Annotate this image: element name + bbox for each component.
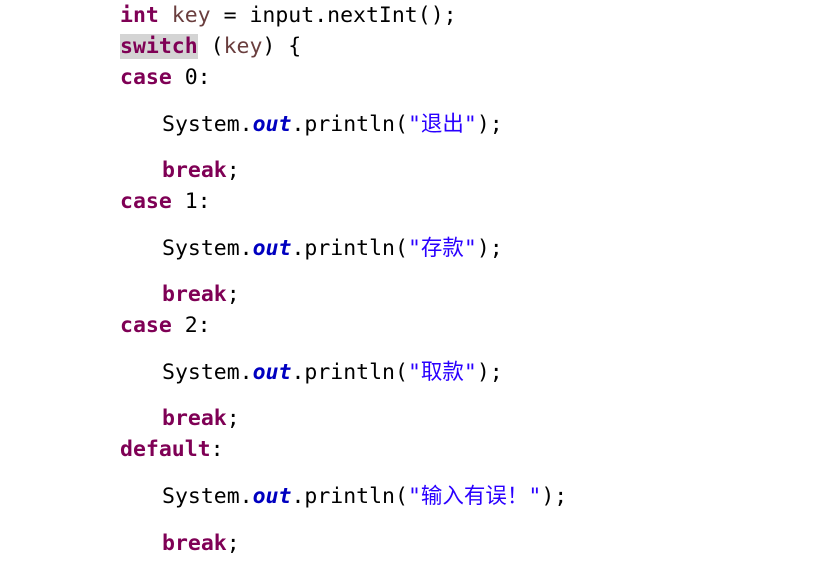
code-token: System. — [162, 483, 253, 509]
keyword-token: default — [120, 436, 211, 462]
code-token: ); — [476, 111, 503, 137]
code-token: 2: — [171, 312, 211, 338]
code-token — [159, 3, 172, 28]
code-line[interactable]: break; — [162, 279, 240, 310]
code-line[interactable]: break; — [162, 155, 240, 186]
code-token: 0: — [171, 64, 211, 90]
code-token: ; — [226, 281, 240, 307]
keyword-token: case — [120, 312, 172, 338]
code-line[interactable]: System.out.println("输入有误！"); — [162, 481, 567, 512]
code-token: ( — [197, 33, 224, 59]
keyword-token: int — [120, 2, 159, 28]
keyword-token: case — [120, 64, 172, 90]
code-token: = input.nextInt(); — [210, 2, 457, 28]
code-token: ; — [226, 157, 240, 183]
variable-token: key — [223, 33, 263, 59]
code-line[interactable]: case 1: — [120, 186, 211, 217]
code-line[interactable]: default: — [120, 434, 224, 465]
code-token: ); — [476, 235, 503, 261]
code-token: .println( — [291, 235, 408, 261]
variable-token: key — [171, 2, 211, 28]
code-token: 1: — [171, 188, 211, 214]
string-token: "输入有误！" — [407, 483, 542, 509]
code-token: System. — [162, 235, 253, 261]
keyword-token: switch — [120, 33, 198, 59]
code-token: System. — [162, 359, 253, 385]
code-token: ; — [226, 530, 240, 556]
code-token: : — [210, 436, 224, 462]
keyword-token: break — [162, 405, 227, 431]
code-line[interactable]: case 0: — [120, 62, 211, 93]
field-token: out — [252, 359, 292, 385]
code-token: ); — [541, 483, 568, 509]
code-line[interactable]: switch (key) { — [120, 31, 301, 62]
keyword-token: case — [120, 188, 172, 214]
code-line[interactable]: break; — [162, 528, 240, 559]
code-token: System. — [162, 111, 253, 137]
code-line[interactable]: int key = input.nextInt(); — [120, 0, 457, 31]
code-token: ); — [476, 359, 503, 385]
string-token: "取款" — [407, 359, 477, 385]
keyword-token: break — [162, 281, 227, 307]
code-token: ) { — [262, 33, 302, 59]
code-token: .println( — [291, 111, 408, 137]
string-token: "存款" — [407, 235, 477, 261]
field-token: out — [252, 483, 292, 509]
code-line[interactable]: case 2: — [120, 310, 211, 341]
keyword-token: break — [162, 530, 227, 556]
code-line[interactable]: break; — [162, 403, 240, 434]
field-token: out — [252, 111, 292, 137]
code-line[interactable]: System.out.println("存款"); — [162, 233, 503, 264]
code-token: .println( — [291, 483, 408, 509]
code-line[interactable]: System.out.println("退出"); — [162, 109, 503, 140]
keyword-token: break — [162, 157, 227, 183]
code-token: .println( — [291, 359, 408, 385]
field-token: out — [252, 235, 292, 261]
code-line[interactable]: System.out.println("取款"); — [162, 357, 503, 388]
code-token: ; — [226, 405, 240, 431]
string-token: "退出" — [407, 111, 477, 137]
